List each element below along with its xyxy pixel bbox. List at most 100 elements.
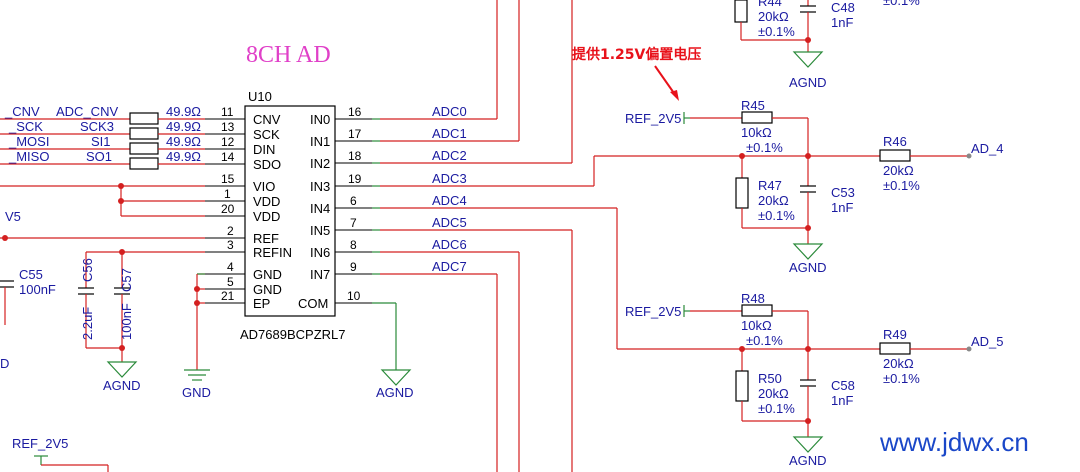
net-label: _CNV	[4, 104, 40, 119]
pin-number: 1	[224, 187, 231, 201]
pin-number: 15	[221, 172, 235, 186]
schematic-title: 8CH AD	[246, 42, 331, 68]
adc-net-2: ADC2	[372, 0, 573, 164]
cap-value: 1nF	[831, 15, 853, 30]
resistor-value: 10kΩ	[741, 318, 772, 333]
pin-name: GND	[253, 282, 282, 297]
cap-ref: C58	[831, 378, 855, 393]
refin-rail	[85, 249, 205, 288]
resistor-value: 49.9Ω	[166, 149, 201, 164]
resistor-value: 20kΩ	[758, 9, 789, 24]
cap-value: 100nF	[119, 303, 134, 340]
adc-net-1: ADC1	[372, 0, 520, 142]
resistor-value: 20kΩ	[758, 386, 789, 401]
series-resistor	[129, 112, 159, 125]
capacitor-c56: C56 2.2uF	[78, 258, 95, 348]
pin-number: 4	[227, 260, 234, 274]
chip-right-pin-5: 7 IN5	[310, 216, 372, 238]
ground-label: GND	[182, 385, 211, 400]
pin-number: 14	[221, 150, 235, 164]
cap-ref: C48	[831, 0, 855, 15]
chip-right-pin-6: 8 IN6	[310, 238, 372, 260]
cap-ref: C57	[119, 268, 134, 292]
resistor-value: 49.9Ω	[166, 104, 201, 119]
capacitor-c55: C55 100nF	[0, 267, 56, 325]
pin-number: 19	[348, 172, 362, 186]
pin-number: 7	[350, 216, 357, 230]
pin-name: SDO	[253, 157, 281, 172]
annotation-arrow	[654, 65, 679, 101]
chip-left-pin-2: 12 DIN	[205, 135, 275, 157]
chip-right-pin-4: 6 IN4	[310, 194, 372, 216]
pin-name: IN1	[310, 134, 330, 149]
pin-number: 11	[221, 105, 234, 119]
divider-block-ad5: REF_2V5 R48 10kΩ ±0.1% R50 20kΩ ±0.1% C5…	[625, 291, 1004, 468]
chip-right-pin-2: 18 IN2	[310, 149, 372, 171]
chip-right-pin-0: 16 IN0	[310, 105, 372, 127]
resistor-r47	[735, 177, 749, 209]
serial-line-2: _MOSI SI1 49.9Ω	[0, 134, 205, 155]
pin-name: VDD	[253, 209, 280, 224]
adc-label: ADC7	[432, 259, 467, 274]
pin-name: IN7	[310, 267, 330, 282]
pin-name: IN2	[310, 156, 330, 171]
pin-name: REFIN	[253, 245, 292, 260]
resistor-r46	[879, 149, 911, 162]
chip-ref: U10	[248, 89, 272, 104]
net-label: _MISO	[8, 149, 49, 164]
pin-number: 6	[350, 194, 357, 208]
resistor-tolerance: ±0.1%	[883, 371, 920, 386]
resistor-r45	[741, 111, 773, 124]
ground-label: AGND	[103, 378, 141, 393]
partial-net-label: V5	[5, 209, 21, 224]
chip-left-pin-6: 20 VDD	[205, 202, 280, 224]
pin-number: 18	[348, 149, 362, 163]
pin-name: COM	[298, 296, 328, 311]
pin-number: 9	[350, 260, 357, 274]
capacitor-c57: C57 100nF	[114, 268, 134, 362]
net-label: _SCK	[8, 119, 43, 134]
resistor-ref: R46	[883, 134, 907, 149]
output-net-label: AD_5	[971, 334, 1004, 349]
adc-net-3: ADC3	[372, 155, 742, 187]
cap-ref: C53	[831, 185, 855, 200]
serial-line-1: _SCK SCK3 49.9Ω	[0, 119, 205, 140]
cap-ref: C56	[80, 258, 95, 282]
resistor-value: 10kΩ	[741, 125, 772, 140]
gnd-symbol: GND	[182, 369, 211, 400]
pin-name: VDD	[253, 194, 280, 209]
resistor-r49	[879, 342, 911, 355]
net-label: ADC_CNV	[56, 104, 118, 119]
pin-name: IN4	[310, 201, 330, 216]
cap-ref: C55	[19, 267, 43, 282]
watermark-text: www.jdwx.cn	[879, 427, 1029, 457]
resistor-tolerance: ±0.1%	[746, 333, 783, 348]
ground-label: AGND	[789, 453, 827, 468]
cap-value: 1nF	[831, 200, 853, 215]
adc-label: ADC6	[432, 237, 467, 252]
pin-name: GND	[253, 267, 282, 282]
chip-left-pin-4: 15 VIO	[205, 172, 275, 194]
resistor-tolerance: ±0.1%	[758, 208, 795, 223]
ref-net-bottom-left: REF_2V5	[12, 436, 109, 472]
resistor-ref: R48	[741, 291, 765, 306]
ground-label: AGND	[789, 260, 827, 275]
adc-net-0: ADC0	[372, 0, 498, 120]
pin-name: REF	[253, 231, 279, 246]
pin-number: 10	[347, 289, 361, 303]
chip-right-pin-1: 17 IN1	[310, 127, 372, 149]
pin-name: DIN	[253, 142, 275, 157]
cap-value: 2.2uF	[80, 307, 95, 340]
gnd-rail	[194, 273, 205, 370]
resistor-tolerance: ±0.1%	[758, 24, 795, 39]
pin-name: IN3	[310, 179, 330, 194]
chip-right-pin-3: 19 IN3	[310, 172, 372, 194]
adc-label: ADC2	[432, 148, 467, 163]
output-net-label: AD_4	[971, 141, 1004, 156]
resistor-value: 20kΩ	[883, 163, 914, 178]
pin-name: EP	[253, 296, 270, 311]
chip-right-pin-8: 10 COM	[298, 289, 372, 311]
cap-value: 100nF	[19, 282, 56, 297]
ref-net-label: REF_2V5	[625, 304, 681, 319]
